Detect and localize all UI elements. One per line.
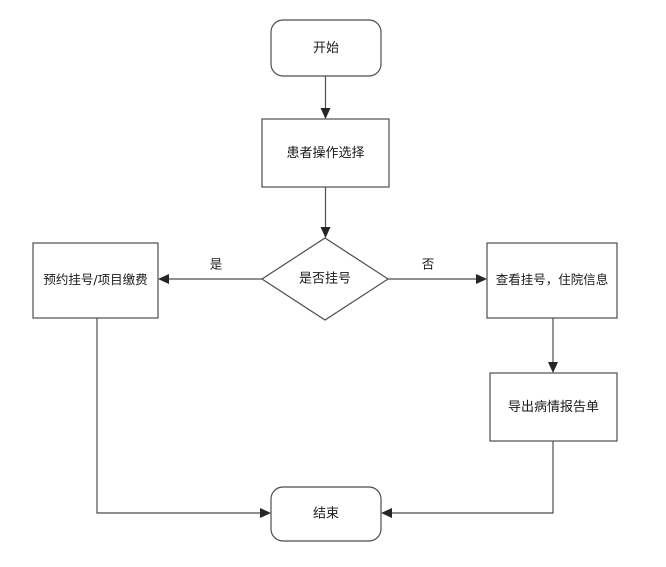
node-appointment-payment[interactable]: 预约挂号/项目缴费 bbox=[32, 242, 159, 319]
node-start[interactable]: 开始 bbox=[270, 19, 382, 77]
node-view-registration-inpatient[interactable]: 查看挂号，住院信息 bbox=[486, 242, 618, 319]
node-export-report-shape[interactable] bbox=[489, 372, 618, 442]
arrow-head-icon bbox=[320, 227, 331, 238]
edge-line bbox=[388, 441, 554, 514]
edge-label-no: 否 bbox=[422, 257, 435, 272]
node-view-registration-inpatient-label: 查看挂号，住院信息 bbox=[496, 272, 609, 287]
edge-is-register-to-view-registration-inpatient: 否 bbox=[388, 257, 487, 284]
arrow-head-icon bbox=[548, 362, 558, 373]
arrow-head-icon bbox=[320, 108, 331, 119]
arrow-head-icon bbox=[158, 274, 169, 284]
node-start-shape[interactable] bbox=[270, 19, 382, 77]
node-view-registration-inpatient-shape[interactable] bbox=[486, 242, 618, 319]
edge-export-report-to-end bbox=[381, 441, 554, 518]
edge-view-registration-inpatient-to-export-report bbox=[548, 318, 558, 373]
node-patient-operation-choice-label: 患者操作选择 bbox=[286, 145, 364, 161]
node-patient-operation-choice[interactable]: 患者操作选择 bbox=[261, 118, 390, 188]
node-end-label: 结束 bbox=[313, 507, 339, 522]
node-is-register-shape[interactable] bbox=[260, 237, 390, 321]
node-end[interactable]: 结束 bbox=[270, 486, 382, 542]
node-start-label: 开始 bbox=[313, 41, 339, 56]
edge-is-register-to-appointment-payment: 是 bbox=[158, 257, 262, 284]
node-appointment-payment-shape[interactable] bbox=[32, 242, 159, 319]
node-patient-operation-choice-shape[interactable] bbox=[261, 118, 390, 188]
node-end-shape[interactable] bbox=[270, 486, 382, 542]
arrow-head-icon bbox=[381, 508, 392, 518]
edge-label-yes: 是 bbox=[210, 257, 223, 272]
edge-start-to-patient-operation-choice bbox=[320, 76, 331, 119]
node-export-report[interactable]: 导出病情报告单 bbox=[489, 372, 618, 442]
node-is-register-label: 是否挂号 bbox=[299, 272, 351, 287]
node-appointment-payment-label: 预约挂号/项目缴费 bbox=[43, 272, 147, 287]
node-is-register[interactable]: 是否挂号 bbox=[260, 237, 390, 321]
edge-patient-operation-choice-to-is-register bbox=[320, 187, 331, 238]
edge-line bbox=[96, 318, 264, 514]
edge-appointment-payment-to-end bbox=[96, 318, 271, 518]
arrow-head-icon bbox=[260, 508, 271, 518]
node-export-report-label: 导出病情报告单 bbox=[508, 400, 599, 415]
arrow-head-icon bbox=[476, 274, 487, 284]
